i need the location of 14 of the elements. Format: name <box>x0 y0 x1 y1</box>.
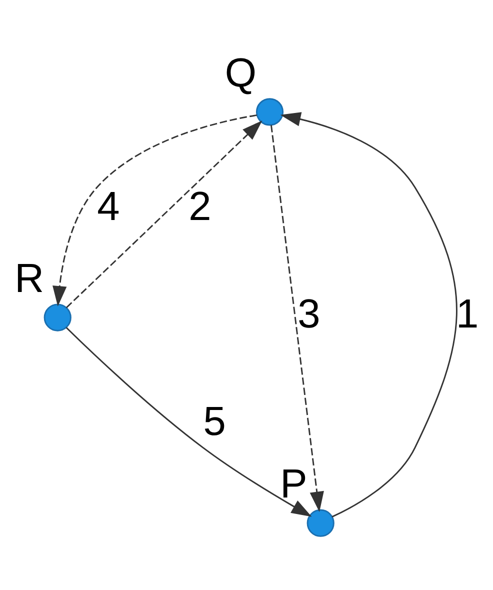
node-label: R <box>14 254 44 301</box>
edge-label: 2 <box>188 183 212 230</box>
arrow <box>66 327 312 517</box>
edge-label: 5 <box>203 398 226 444</box>
node-circle <box>256 98 284 126</box>
arrow <box>280 112 458 518</box>
arrow <box>270 125 324 512</box>
edge-label: 1 <box>456 290 479 337</box>
node-circle <box>44 304 72 332</box>
node-circle <box>306 509 334 537</box>
node-label: Q <box>224 49 257 96</box>
node-label: P <box>280 460 308 507</box>
edge-label: 3 <box>298 290 320 337</box>
edge-label: 4 <box>97 183 120 230</box>
